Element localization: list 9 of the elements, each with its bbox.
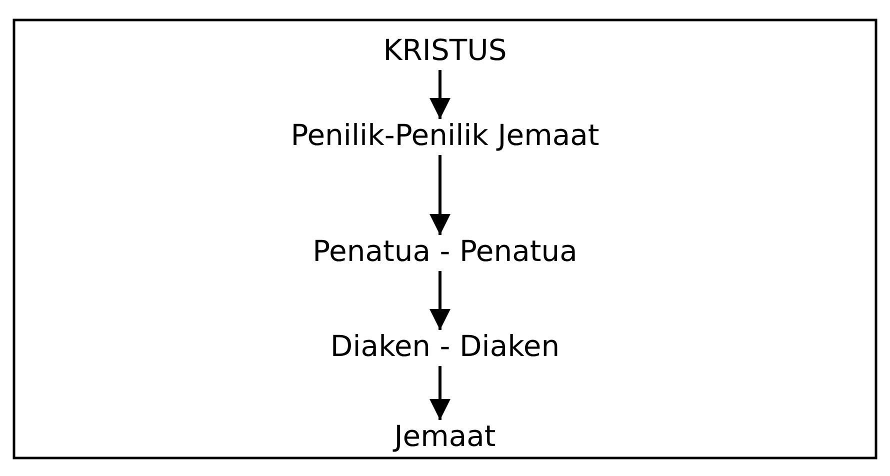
arrow xyxy=(430,366,450,420)
rank-label: Jemaat xyxy=(394,418,496,454)
rank-label: Penilik-Penilik Jemaat xyxy=(290,117,600,153)
arrow xyxy=(430,70,450,119)
arrow xyxy=(430,271,450,330)
rank-label: Diaken - Diaken xyxy=(330,328,560,364)
rank-label: KRISTUS xyxy=(383,32,507,68)
rank-label: Penatua - Penatua xyxy=(312,233,578,269)
arrow xyxy=(430,155,450,235)
